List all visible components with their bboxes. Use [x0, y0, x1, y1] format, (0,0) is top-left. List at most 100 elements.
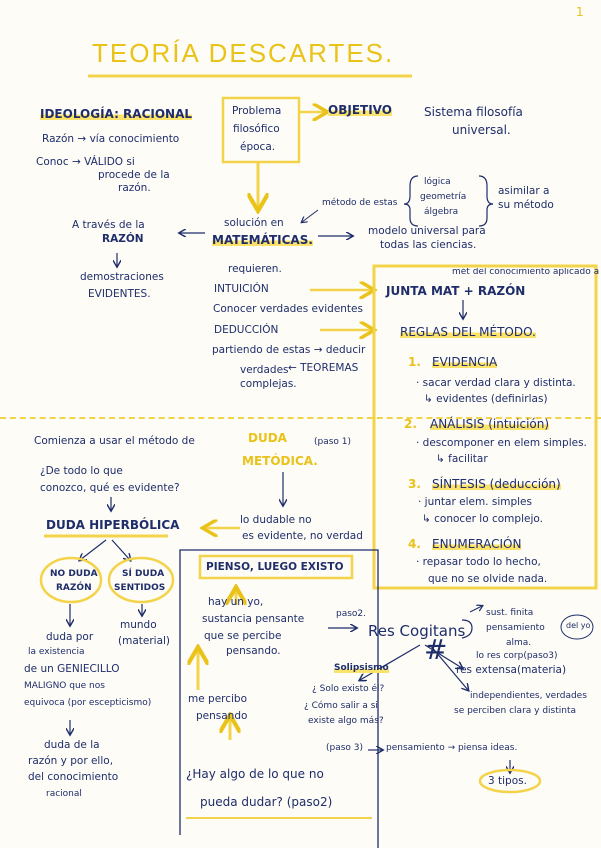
problema-line-3: época.	[240, 141, 276, 153]
duda-hiperbolica-heading: DUDA HIPERBÓLICA	[46, 518, 180, 532]
solipsismo-line-3: existe algo más?	[308, 716, 384, 726]
sust-line-2: pensamiento	[486, 623, 545, 633]
procede-line-1: procede de la	[98, 169, 170, 181]
asimilar-line-2: su método	[498, 199, 554, 211]
maligno-label: MALIGNO que nos	[24, 681, 105, 691]
dudable-line-2: es evidente, no verdad	[242, 530, 363, 542]
requieren-label: requieren.	[228, 263, 282, 275]
hay-line-2: sustancia pensante	[202, 613, 305, 625]
asimilar-line-1: asimilar a	[498, 185, 550, 197]
material-label: (material)	[118, 635, 171, 647]
regla-2-line-1: · descomponer en elem simples.	[416, 437, 587, 449]
res-cogitans-label: Res Cogitans	[368, 622, 466, 640]
matematicas-heading: MATEMÁTICAS.	[212, 233, 313, 247]
objetivo-heading: OBJETIVO	[328, 103, 392, 117]
procede-line-2: razón.	[118, 182, 151, 194]
regla-1-line-1: · sacar verdad clara y distinta.	[416, 377, 576, 389]
solucion-label: solución en	[224, 217, 284, 229]
paso1-label: (paso 1)	[314, 437, 352, 447]
deduccion-label: DEDUCCIÓN	[214, 324, 279, 336]
algebra-label: álgebra	[424, 207, 459, 217]
no-duda-line-2: RAZÓN	[56, 583, 92, 593]
logica-label: lógica	[424, 177, 451, 187]
question-line-1: ¿De todo lo que	[40, 465, 123, 477]
hay-algo-line-2: pueda dudar? (paso2)	[200, 795, 333, 809]
independientes-line-2: se perciben clara y distinta	[454, 706, 577, 716]
mundo-label: mundo	[120, 619, 157, 631]
conoc-line: Conoc → VÁLIDO si	[36, 156, 135, 168]
regla-1-line-2: ↳ evidentes (definirlas)	[424, 393, 548, 405]
paso2-label: paso2.	[336, 609, 367, 619]
regla-1-title: EVIDENCIA	[432, 355, 498, 369]
duda-de-line-1: duda de la	[44, 739, 100, 751]
si-duda-line-2: SENTIDOS	[114, 583, 166, 593]
solipsismo-line-1: ¿ Solo existo él?	[312, 684, 385, 694]
problema-line-1: Problema	[232, 105, 282, 117]
regla-4-title: ENUMERACIÓN	[432, 537, 522, 551]
complejas-label: complejas.	[240, 378, 297, 390]
metodica-heading: METÓDICA.	[242, 454, 318, 468]
paso3-label: (paso 3)	[326, 743, 364, 753]
hash-symbol: #	[424, 633, 448, 666]
regla-4-line-2: que no se olvide nada.	[428, 573, 548, 585]
regla-2-title: ANÁLISIS (intuición)	[430, 417, 550, 431]
demostraciones-line-1: demostraciones	[80, 271, 164, 283]
geometria-label: geometría	[420, 192, 467, 202]
solipsismo-heading: Solipsismo	[334, 663, 389, 673]
intuicion-label: INTUICIÓN	[214, 283, 269, 295]
me-percibo-line-2: pensando	[196, 710, 248, 722]
hay-line-1: hay un yo,	[208, 596, 264, 608]
modelo-line-1: modelo universal para	[368, 225, 486, 237]
traves-line-1: A través de la	[72, 219, 145, 231]
del-yo-label: del yo	[566, 621, 591, 630]
regla-3-line-1: · juntar elem. simples	[418, 496, 532, 508]
junta-heading: JUNTA MAT + RAZÓN	[386, 284, 526, 298]
hay-algo-line-1: ¿Hay algo de lo que no	[186, 767, 324, 781]
regla-2-number: 2.	[404, 417, 417, 431]
tres-tipos-label: 3 tipos.	[488, 775, 527, 787]
ideologia-heading: IDEOLOGÍA: RACIONAL	[40, 107, 193, 121]
dudable-line-1: lo dudable no	[240, 514, 312, 526]
solipsismo-line-2: ¿ Cómo salir a si	[304, 701, 378, 711]
pensamiento-label: pensamiento → piensa ideas.	[386, 743, 518, 753]
pienso-heading: PIENSO, LUEGO EXISTO	[206, 561, 344, 573]
duda-heading: DUDA	[248, 431, 287, 445]
duda-por-label: duda por	[46, 631, 94, 643]
regla-3-line-2: ↳ conocer lo complejo.	[422, 513, 543, 525]
existencia-label: la existencia	[28, 647, 85, 657]
duda-de-line-2: razón y por ello,	[28, 755, 114, 767]
independientes-line-1: independientes, verdades	[470, 691, 587, 701]
partiendo-label: partiendo de estas → deducir	[212, 344, 366, 356]
conocer-label: Conocer verdades evidentes	[213, 303, 363, 315]
metodo-estas-label: método de estas	[322, 198, 398, 208]
section-divider	[0, 417, 601, 419]
si-duda-line-1: SÍ DUDA	[122, 569, 165, 579]
equivoca-label: equivoca (por escepticismo)	[24, 698, 152, 708]
razon-line: Razón → vía conocimiento	[42, 133, 180, 145]
page-title: TEORÍA DESCARTES.	[92, 38, 395, 68]
modelo-line-2: todas las ciencias.	[380, 239, 477, 251]
demostraciones-line-2: EVIDENTES.	[88, 288, 151, 300]
genio-label: de un GENIECILLO	[24, 663, 120, 675]
met-del-label: mét del conocimiento aplicado a. nuev	[452, 268, 600, 277]
verdades-label: verdades	[240, 364, 289, 376]
teoremas-label: ← TEOREMAS	[288, 362, 359, 374]
res-corp-label: lo res corp(paso3)	[476, 651, 558, 661]
traves-line-2: RAZÓN	[102, 233, 144, 245]
me-percibo-line-1: me percibo	[188, 693, 248, 705]
sistema-line-1: Sistema filosofía	[424, 105, 523, 119]
no-duda-line-1: NO DUDA	[50, 569, 98, 579]
duda-de-line-3: del conocimiento	[28, 771, 119, 783]
sistema-line-2: universal.	[452, 123, 511, 137]
question-line-2: conozco, qué es evidente?	[40, 482, 180, 494]
duda-de-line-4: racional	[46, 789, 82, 799]
sust-line-1: sust. finita	[486, 608, 534, 618]
sust-line-3: alma.	[506, 638, 532, 648]
problema-line-2: filosófico	[233, 123, 280, 135]
page-number: 1	[576, 5, 584, 19]
res-extensa-label: res extensa(materia)	[456, 664, 567, 676]
regla-3-title: SÍNTESIS (deducción)	[432, 477, 561, 491]
hay-line-3: que se percibe	[204, 630, 282, 642]
reglas-heading: REGLAS DEL MÉTODO.	[400, 325, 536, 339]
